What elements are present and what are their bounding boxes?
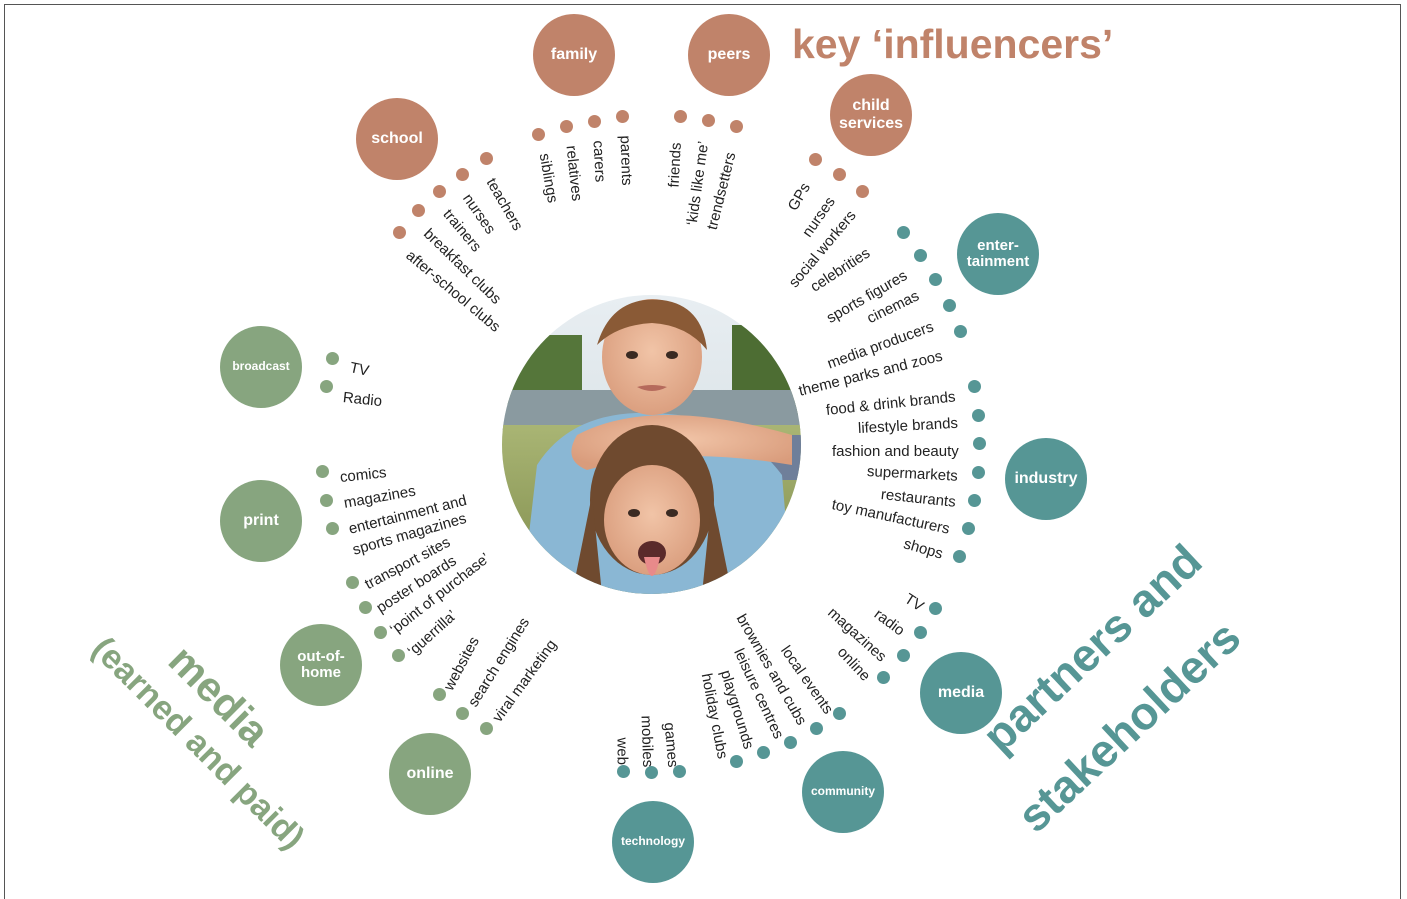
dot-entertainment-mags xyxy=(326,522,339,535)
hub-print: print xyxy=(220,480,302,562)
label-friends: friends xyxy=(665,142,685,188)
diagram-frame xyxy=(4,4,1401,899)
dot-fashion xyxy=(973,437,986,450)
dot-guerrilla xyxy=(392,649,405,662)
dot-search-engines xyxy=(456,707,469,720)
hub-community: community xyxy=(802,751,884,833)
hub-family: family xyxy=(533,14,615,96)
dot-kids-like-me xyxy=(702,114,715,127)
dot-sports-figures xyxy=(914,249,927,262)
dot-social-workers xyxy=(856,185,869,198)
hub-school: school xyxy=(356,98,438,180)
dot-radio xyxy=(320,380,333,393)
hub-child-services: child services xyxy=(830,74,912,156)
dot-print-magazines xyxy=(320,494,333,507)
hub-technology: technology xyxy=(612,801,694,883)
dot-holiday-clubs xyxy=(730,755,743,768)
dot-mobiles xyxy=(645,766,658,779)
dot-local-events xyxy=(833,707,846,720)
dot-shops xyxy=(953,550,966,563)
dot-poster xyxy=(359,601,372,614)
dot-games xyxy=(673,765,686,778)
dot-celebrities xyxy=(897,226,910,239)
dot-restaurants xyxy=(968,494,981,507)
dot-parents xyxy=(616,110,629,123)
dot-media-radio xyxy=(914,626,927,639)
dot-after-school-clubs xyxy=(393,226,406,239)
label-tv: TV xyxy=(348,359,371,380)
dot-carers xyxy=(588,115,601,128)
dot-web xyxy=(617,765,630,778)
hub-media: media xyxy=(920,652,1002,734)
dot-tv xyxy=(326,352,339,365)
dot-lifestyle xyxy=(972,409,985,422)
hub-online: online xyxy=(389,733,471,815)
dot-cinemas xyxy=(929,273,942,286)
dot-toy xyxy=(962,522,975,535)
dot-viral xyxy=(480,722,493,735)
dot-media-online xyxy=(877,671,890,684)
hub-out-of-home: out-of- home xyxy=(280,624,362,706)
dot-playgrounds xyxy=(757,746,770,759)
dot-transport xyxy=(346,576,359,589)
dot-teachers xyxy=(480,152,493,165)
dot-school-nurses xyxy=(456,168,469,181)
dot-gps xyxy=(809,153,822,166)
dot-websites xyxy=(433,688,446,701)
hub-industry: industry xyxy=(1005,438,1087,520)
center-photo xyxy=(502,295,801,594)
dot-media-magazines xyxy=(897,649,910,662)
dot-cs-nurses xyxy=(833,168,846,181)
label-games: games xyxy=(660,721,682,769)
dot-siblings xyxy=(532,128,545,141)
hub-peers: peers xyxy=(688,14,770,96)
dot-leisure xyxy=(784,736,797,749)
dot-breakfast-clubs xyxy=(412,204,425,217)
dot-friends xyxy=(674,110,687,123)
dot-trendsetters xyxy=(730,120,743,133)
label-mobiles: mobiles xyxy=(637,715,657,768)
dot-theme-parks xyxy=(954,325,967,338)
influencers-title: key ‘influencers’ xyxy=(792,21,1114,67)
dot-food-drink xyxy=(968,380,981,393)
dot-comics xyxy=(316,465,329,478)
hub-broadcast: broadcast xyxy=(220,326,302,408)
dot-relatives xyxy=(560,120,573,133)
dot-pop xyxy=(374,626,387,639)
label-parents: parents xyxy=(616,135,636,186)
label-carers: carers xyxy=(589,140,609,183)
dot-trainers xyxy=(433,185,446,198)
label-web: web xyxy=(613,737,631,766)
dot-supermarkets xyxy=(972,466,985,479)
label-radio: Radio xyxy=(342,389,383,411)
dot-media-tv xyxy=(929,602,942,615)
hub-entertainment: enter- tainment xyxy=(957,213,1039,295)
label-fashion: fashion and beauty xyxy=(832,443,959,460)
dot-media-producers xyxy=(943,299,956,312)
dot-brownies xyxy=(810,722,823,735)
